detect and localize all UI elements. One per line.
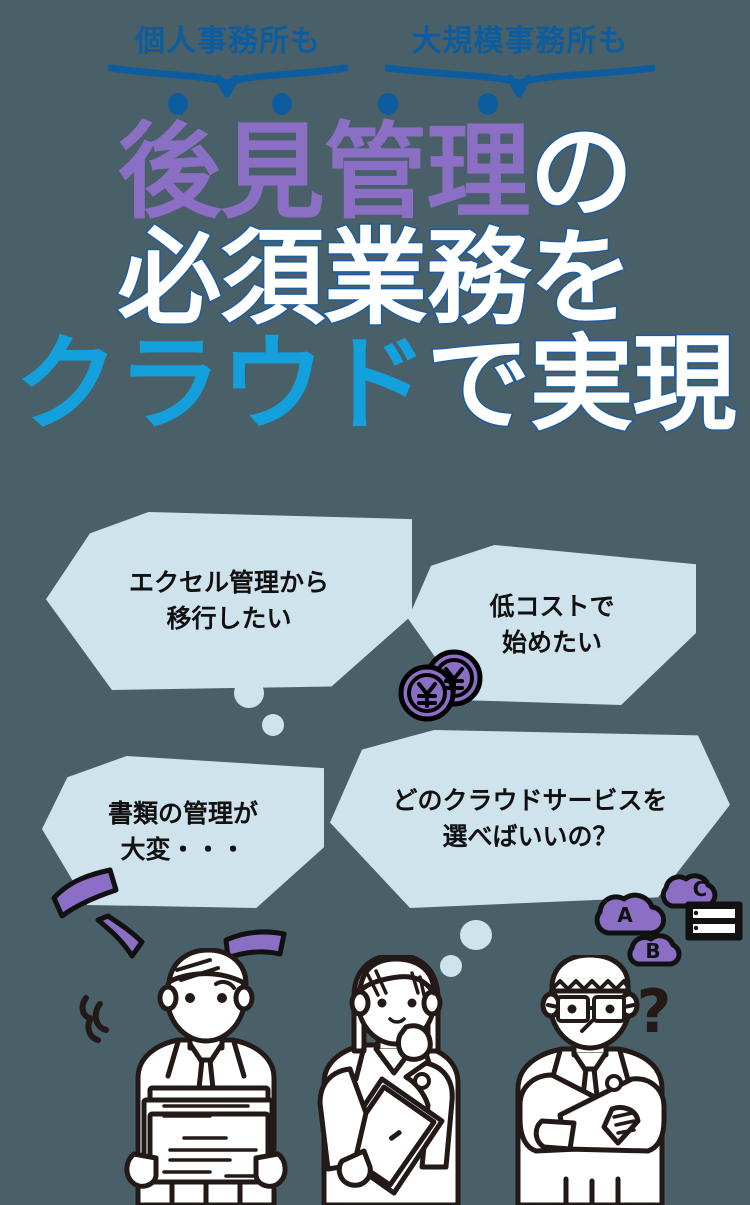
cloud-label-b: B bbox=[645, 939, 660, 963]
character-man-with-glasses bbox=[515, 955, 667, 1205]
speech-bubble-line: 大変・・・ bbox=[120, 835, 246, 864]
headline-segment-white: の bbox=[528, 111, 635, 233]
speech-bubble-which-cloud: どのクラウドサービスを 選べばいいの？ bbox=[330, 730, 730, 908]
speech-bubble-line: エクセル管理から bbox=[128, 567, 329, 597]
character-man-with-documents bbox=[124, 948, 288, 1205]
headline-segment-white: 必須業務を bbox=[116, 217, 635, 339]
speech-bubble-text: 書類の管理が 大変・・・ bbox=[102, 796, 264, 869]
eyebrow-label-individual: 個人事務所も bbox=[135, 24, 321, 59]
speech-tail-dot bbox=[262, 714, 284, 736]
sweat-drops-icon bbox=[79, 995, 109, 1043]
headline-segment-cyan: クラウド bbox=[14, 323, 427, 445]
brace-right-icon bbox=[385, 64, 655, 98]
speech-tail-dot bbox=[440, 955, 462, 977]
speech-bubble-line: 始めたい bbox=[501, 628, 602, 657]
speech-bubble-text: 低コストで 始めたい bbox=[483, 589, 620, 662]
page-title: 後見管理の 必須業務を クラウドで実現 bbox=[0, 119, 750, 438]
speech-bubble-text: どのクラウドサービスを 選べばいいの？ bbox=[386, 783, 673, 856]
character-woman-with-laptop bbox=[317, 955, 461, 1205]
speech-bubble-line: どのクラウドサービスを bbox=[392, 785, 668, 815]
speech-bubble-line: 移行したい bbox=[166, 604, 292, 633]
accent-dots-row bbox=[0, 93, 750, 121]
accent-dot bbox=[478, 93, 498, 115]
headline-line-3: クラウドで実現 bbox=[0, 331, 750, 438]
headline-line-1: 後見管理の bbox=[0, 119, 750, 226]
flying-papers-icon bbox=[51, 867, 287, 961]
cloud-services-icon: C A B bbox=[594, 873, 743, 967]
speech-bubble-line: 書類の管理が bbox=[107, 798, 258, 828]
headline-line-2: 必須業務を bbox=[0, 225, 750, 332]
speech-tail-dot bbox=[234, 678, 264, 708]
headline-segment-purple: 後見管理 bbox=[117, 111, 530, 233]
svg-text:?: ? bbox=[637, 980, 672, 1047]
accent-dot bbox=[168, 93, 188, 115]
speech-tail-dot bbox=[460, 920, 492, 950]
yen-coins-icon bbox=[398, 649, 483, 722]
accent-dot bbox=[378, 93, 398, 115]
headline-segment-white: で実現 bbox=[425, 323, 738, 445]
question-mark-icon: ? bbox=[637, 980, 672, 1047]
eyebrow-label-large-firm: 大規模事務所も bbox=[411, 24, 629, 59]
cloud-label-c: C bbox=[693, 877, 708, 901]
character-illustrations bbox=[0, 948, 750, 1205]
brace-left-icon bbox=[108, 64, 348, 98]
speech-bubble-text: エクセル管理から 移行したい bbox=[123, 565, 335, 638]
eyebrow-row: 個人事務所も 大規模事務所も bbox=[0, 8, 750, 108]
accent-dot bbox=[272, 93, 292, 115]
speech-bubble-line: 低コストで bbox=[489, 591, 615, 621]
speech-bubble-excel: エクセル管理から 移行したい bbox=[46, 512, 412, 690]
cloud-label-a: A bbox=[617, 903, 633, 927]
speech-bubble-line: 選べばいいの？ bbox=[442, 822, 618, 851]
